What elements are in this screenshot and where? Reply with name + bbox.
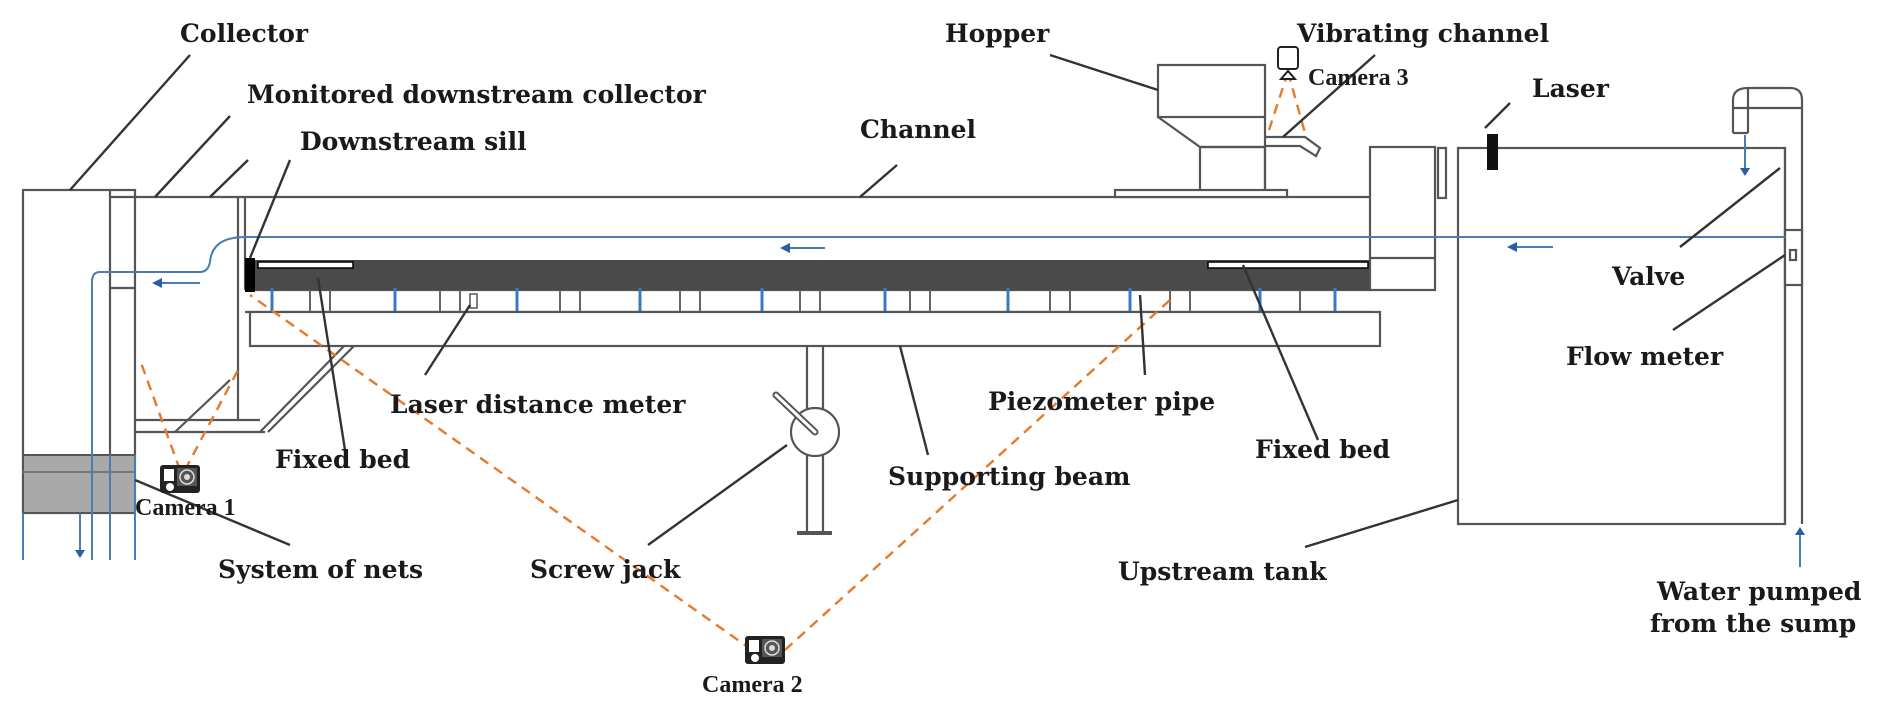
fixed-bed-left	[257, 261, 354, 269]
camera-1-icon	[160, 465, 200, 493]
label-camera-1: Camera 1	[135, 495, 236, 521]
vibrating-channel	[1265, 135, 1322, 158]
label-system-of-nets: System of nets	[218, 555, 423, 584]
label-channel: Channel	[860, 115, 976, 144]
flow-left-arrow	[152, 278, 162, 288]
flow-meter-device	[1783, 228, 1804, 287]
label-fixed-bed-left: Fixed bed	[275, 445, 410, 474]
sediment-bed	[245, 260, 1370, 290]
flow-down-arrow	[1740, 168, 1750, 176]
channel	[245, 195, 1370, 314]
flow-down-arrow	[75, 550, 85, 558]
screw-jack	[772, 346, 841, 535]
label-water-pumped-line2: from the sump	[1650, 609, 1856, 638]
label-hopper: Hopper	[945, 19, 1050, 48]
water-flow	[22, 135, 1805, 567]
collector	[21, 188, 137, 515]
fixed-bed-right	[1207, 261, 1369, 269]
flow-up-arrow	[1795, 527, 1805, 535]
label-laser-distance-meter: Laser distance meter	[390, 390, 686, 419]
label-camera-3: Camera 3	[1308, 65, 1409, 91]
label-valve: Valve	[1611, 262, 1685, 291]
label-piezometer-pipe: Piezometer pipe	[988, 387, 1215, 416]
label-vibrating-channel: Vibrating channel	[1296, 19, 1549, 48]
label-water-pumped-line1: Water pumped	[1656, 577, 1861, 606]
label-camera-2: Camera 2	[702, 672, 803, 698]
flow-left-arrow	[1507, 242, 1517, 252]
label-monitored-downstream-collector: Monitored downstream collector	[247, 80, 707, 109]
label-upstream-tank: Upstream tank	[1118, 557, 1327, 586]
label-collector: Collector	[180, 19, 309, 48]
label-flow-meter: Flow meter	[1566, 342, 1724, 371]
system-of-nets-fill	[22, 454, 136, 514]
hopper	[1113, 63, 1289, 199]
downstream-sill	[245, 258, 255, 292]
flow-left-arrow	[780, 243, 790, 253]
leader-lines	[69, 53, 1786, 549]
camera-3-icon	[1277, 46, 1299, 80]
camera-view-lines	[138, 71, 1307, 651]
inlet-box	[1368, 145, 1437, 292]
label-downstream-sill: Downstream sill	[300, 127, 527, 156]
label-supporting-beam: Supporting beam	[888, 462, 1130, 491]
camera-2-icon	[745, 636, 785, 664]
laser-distance-meter	[469, 293, 478, 309]
label-screw-jack: Screw jack	[530, 555, 681, 584]
upstream-tank	[1436, 134, 1787, 526]
supply-pipe	[1731, 86, 1804, 524]
label-fixed-bed-right: Fixed bed	[1255, 435, 1390, 464]
supporting-beam	[248, 310, 1382, 348]
label-laser: Laser	[1532, 74, 1610, 103]
laser-device	[1487, 134, 1498, 170]
